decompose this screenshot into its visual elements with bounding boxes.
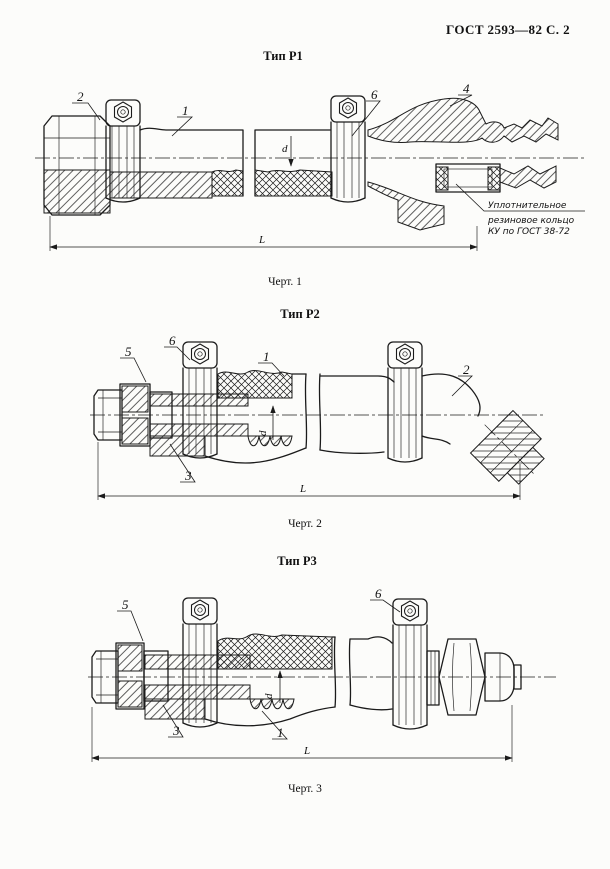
band-clamp (387, 341, 423, 463)
figure-2-drawing: d 5 6 1 (90, 333, 545, 500)
band-clamp (182, 597, 218, 728)
dimension-L: L (97, 442, 521, 500)
hose (204, 370, 395, 464)
svg-text:6: 6 (375, 586, 382, 601)
angled-fitting (421, 373, 545, 485)
dimension-L: L (91, 705, 513, 762)
svg-text:1: 1 (182, 103, 189, 118)
union-nut (43, 115, 111, 216)
dimension-d: d (263, 670, 283, 703)
part-label-elbow: 2 (451, 362, 473, 397)
band-clamp (330, 95, 366, 203)
page-header: ГОСТ 2593—82 С. 2 (446, 22, 570, 37)
nipple (149, 393, 293, 457)
dimension-d-label: d (282, 143, 288, 155)
seal-ring (435, 163, 501, 193)
part-label-nipple: 3 (162, 704, 184, 738)
svg-text:3: 3 (172, 723, 180, 738)
clamp-bolt-icon (395, 343, 415, 365)
svg-text:6: 6 (371, 87, 378, 102)
band-clamp (105, 99, 141, 203)
dimension-L: L (49, 216, 478, 251)
figure-1-type-title: Тип Р1 (263, 49, 303, 63)
svg-text:4: 4 (463, 81, 470, 96)
band-clamp (392, 598, 428, 730)
seal-annotation: Уплотнительное резиновое кольцо КУ по ГО… (455, 183, 585, 237)
svg-text:1: 1 (277, 725, 284, 740)
dimension-L-label: L (303, 745, 310, 757)
part-label-union-nut: 2 (72, 89, 101, 121)
dimension-d-label: d (257, 430, 269, 436)
clamp-bolt-icon (400, 600, 420, 622)
part-label-clamp: 6 (370, 586, 401, 613)
svg-text:3: 3 (184, 468, 192, 483)
part-label-hose: 1 (261, 710, 288, 740)
dimension-L-label: L (258, 234, 265, 246)
svg-text:5: 5 (122, 597, 129, 612)
hose (139, 127, 331, 197)
blank-cap (484, 652, 522, 702)
part-label-collar: 5 (117, 597, 144, 642)
dimension-d: d (282, 136, 294, 167)
dimension-d: d (257, 405, 276, 440)
annotation-line-3: КУ по ГОСТ 38-72 (488, 227, 570, 237)
svg-text:2: 2 (463, 362, 470, 377)
dimension-d-label: d (263, 693, 275, 699)
clamp-bolt-icon (190, 343, 210, 365)
figure-3-drawing: d 5 6 (88, 586, 556, 762)
band-clamp (182, 341, 218, 459)
clamp-bolt-icon (113, 101, 133, 123)
figure-2-type-title: Тип Р2 (280, 307, 320, 321)
part-label-clamp: 6 (164, 333, 191, 361)
part-label-collar: 5 (120, 344, 147, 383)
figure-3-caption: Черт. 3 (288, 783, 322, 795)
figure-1-caption: Черт. 1 (268, 276, 302, 288)
clamp-bolt-icon (190, 599, 210, 621)
part-label-hose: 1 (258, 349, 285, 377)
clamp-bolt-icon (338, 97, 358, 119)
annotation-line-2: резиновое кольцо (487, 216, 575, 226)
svg-text:2: 2 (77, 89, 84, 104)
part-label-nipple: 3 (169, 443, 196, 483)
hose (204, 633, 393, 727)
coupling-head (367, 97, 559, 231)
annotation-line-1: Уплотнительное (488, 201, 567, 211)
figure-1-drawing: d 2 1 (35, 81, 585, 251)
svg-text:6: 6 (169, 333, 176, 348)
svg-text:5: 5 (125, 344, 132, 359)
dimension-L-label: L (299, 483, 306, 495)
collar (119, 383, 173, 447)
part-label-clamp: 6 (351, 87, 381, 137)
svg-text:1: 1 (263, 349, 270, 364)
figure-2-caption: Черт. 2 (288, 518, 322, 530)
hose-section-cut (109, 169, 333, 199)
part-label-hose: 1 (171, 103, 194, 137)
figure-3-type-title: Тип Р3 (277, 554, 317, 568)
part-label-coupling-head: 4 (449, 81, 473, 107)
